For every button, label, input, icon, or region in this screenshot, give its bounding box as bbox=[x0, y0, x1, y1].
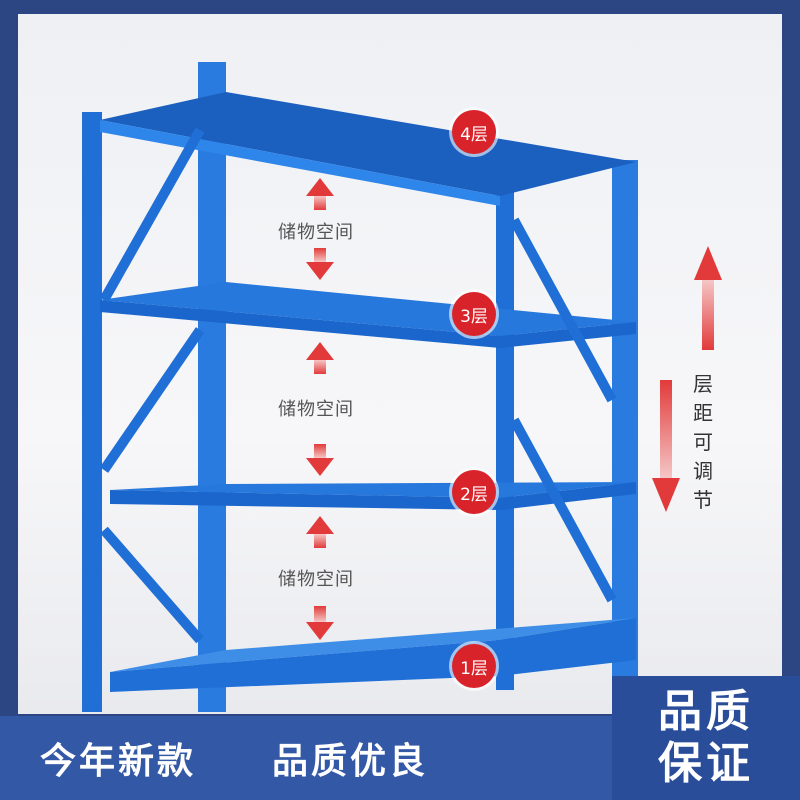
adjustable-spacing-text: 层距可调节 bbox=[693, 372, 713, 512]
level-badge-3: 3层 bbox=[452, 292, 496, 336]
quality-guarantee-badge: 品质 保证 bbox=[612, 676, 800, 800]
storage-space-label: 储物空间 bbox=[278, 569, 354, 590]
quality-line-2: 保证 bbox=[658, 738, 754, 789]
storage-space-label: 储物空间 bbox=[278, 399, 354, 420]
level-badge-2: 2层 bbox=[452, 470, 496, 514]
storage-space-label: 储物空间 bbox=[278, 222, 354, 243]
level-badge-4: 4层 bbox=[452, 110, 496, 154]
quality-line-1: 品质 bbox=[658, 686, 754, 737]
level-badge-1: 1层 bbox=[452, 644, 496, 688]
slogan-new-model: 今年新款 bbox=[40, 741, 197, 782]
slogan-good-quality: 品质优良 bbox=[272, 741, 429, 782]
arrow-icon bbox=[306, 178, 722, 640]
